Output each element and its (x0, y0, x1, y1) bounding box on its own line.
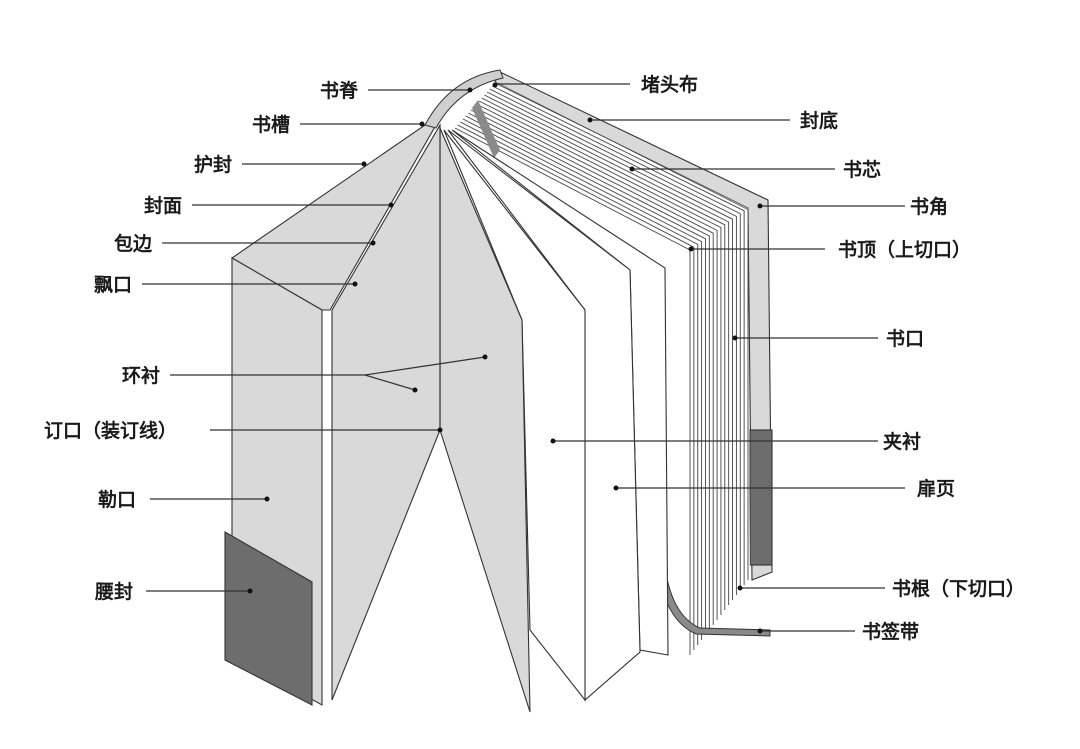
book-block-page-line (470, 109, 714, 625)
book-block-page-line (476, 103, 722, 615)
label-book-block: 书芯 (843, 158, 881, 181)
label-gutter: 订口（装订线） (44, 419, 177, 442)
book-block-page-line (457, 124, 695, 650)
label-squares: 飘口 (94, 274, 132, 296)
label-title-page: 扉页 (917, 477, 955, 500)
book-block-page-line (486, 91, 737, 595)
book-block-page-line (481, 97, 730, 605)
label-belly-band: 腰封 (94, 580, 133, 603)
spine-shape (424, 69, 504, 129)
label-front-cover: 封面 (144, 194, 182, 217)
book-block-page-line (478, 100, 726, 610)
book-block-page-line (494, 82, 749, 580)
book-block-fill (455, 82, 750, 585)
book-block-page-line (462, 118, 703, 640)
label-headband: 堵头布 (641, 73, 698, 96)
book-block-page-line (484, 94, 733, 600)
label-top-edge: 书顶（上切口） (838, 238, 971, 261)
book-block-shape (454, 82, 750, 655)
label-interleaf: 夹衬 (883, 430, 921, 453)
label-turn-in: 包边 (114, 232, 153, 255)
label-back-cover: 封底 (800, 109, 838, 132)
book-block-page-line (489, 88, 741, 590)
leader-lines (142, 82, 905, 634)
ribbon-top-shape (472, 100, 500, 158)
label-fore-edge: 书口 (886, 328, 924, 350)
label-groove: 书槽 (252, 113, 290, 136)
label-flap: 勒口 (98, 488, 136, 511)
label-jacket: 护封 (194, 153, 232, 176)
label-bookmark-ribbon: 书签带 (862, 620, 919, 643)
back-belly-band-shape (749, 429, 773, 566)
book-block-page-line (465, 115, 706, 635)
label-endpaper: 环衬 (122, 364, 160, 387)
label-spine: 书脊 (320, 79, 359, 102)
book-block-page-line (468, 112, 710, 630)
label-corner: 书角 (910, 195, 948, 218)
front-belly-band-shape (224, 531, 313, 706)
book-block-page-line (460, 121, 699, 645)
label-bottom-edge: 书根（下切口） (892, 577, 1025, 600)
book-block-page-line (473, 106, 718, 620)
book-block-page-line (492, 85, 745, 585)
